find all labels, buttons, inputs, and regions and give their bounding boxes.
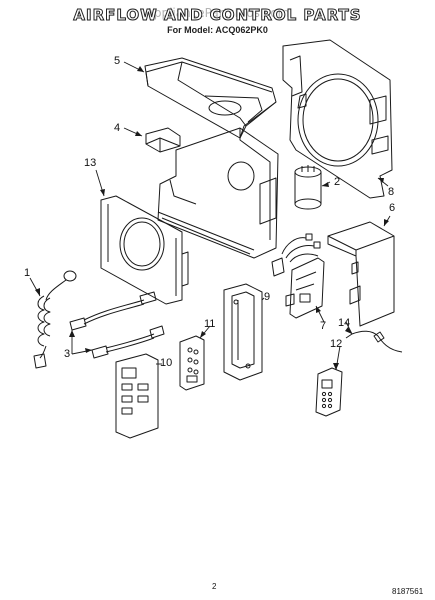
part-9-control-bracket: [223, 283, 263, 381]
callout-14: 14: [338, 317, 351, 329]
callout-12: 12: [330, 338, 343, 350]
part-13-orifice-frame: [100, 195, 189, 305]
watermark: AppliancePartsPros.com: [145, 6, 290, 20]
callout-13: 13: [84, 157, 97, 169]
part-4-bracket: [145, 127, 181, 153]
part-14-thermistor: [345, 330, 403, 353]
callout-8: 8: [388, 186, 395, 198]
part-12-remote-control: [315, 367, 343, 417]
document-number: 8187561: [392, 587, 424, 596]
part-5-air-duct: [144, 57, 277, 139]
callout-2: 2: [334, 176, 341, 188]
main-housing: [157, 127, 279, 259]
callout-1: 1: [24, 267, 31, 279]
part-6-box-cover: [327, 221, 395, 327]
part-7-control-board: [285, 257, 325, 319]
part-11-keypad-board: [179, 335, 205, 391]
page-number: 2: [212, 582, 217, 591]
callout-arrows: [35, 66, 389, 370]
part-8-front-panel: [282, 39, 393, 199]
callout-5: 5: [114, 55, 121, 67]
callout-9: 9: [264, 291, 271, 303]
callout-4: 4: [114, 122, 121, 134]
page-title: AIRFLOW AND CONTROL PARTS: [73, 6, 362, 25]
callout-3: 3: [64, 348, 71, 360]
model-subtitle: For Model: ACQ062PK0: [167, 25, 268, 35]
callout-11: 11: [204, 318, 216, 330]
part-1-power-cord: [33, 270, 77, 369]
wire-harness: [271, 233, 321, 277]
part-10-control-overlay: [115, 353, 159, 439]
part-2-capacitor: [294, 165, 322, 210]
callout-10: 10: [160, 357, 173, 369]
part-3-wire-harnesses: [69, 291, 165, 359]
callout-6: 6: [389, 202, 396, 214]
callout-7: 7: [320, 320, 327, 332]
